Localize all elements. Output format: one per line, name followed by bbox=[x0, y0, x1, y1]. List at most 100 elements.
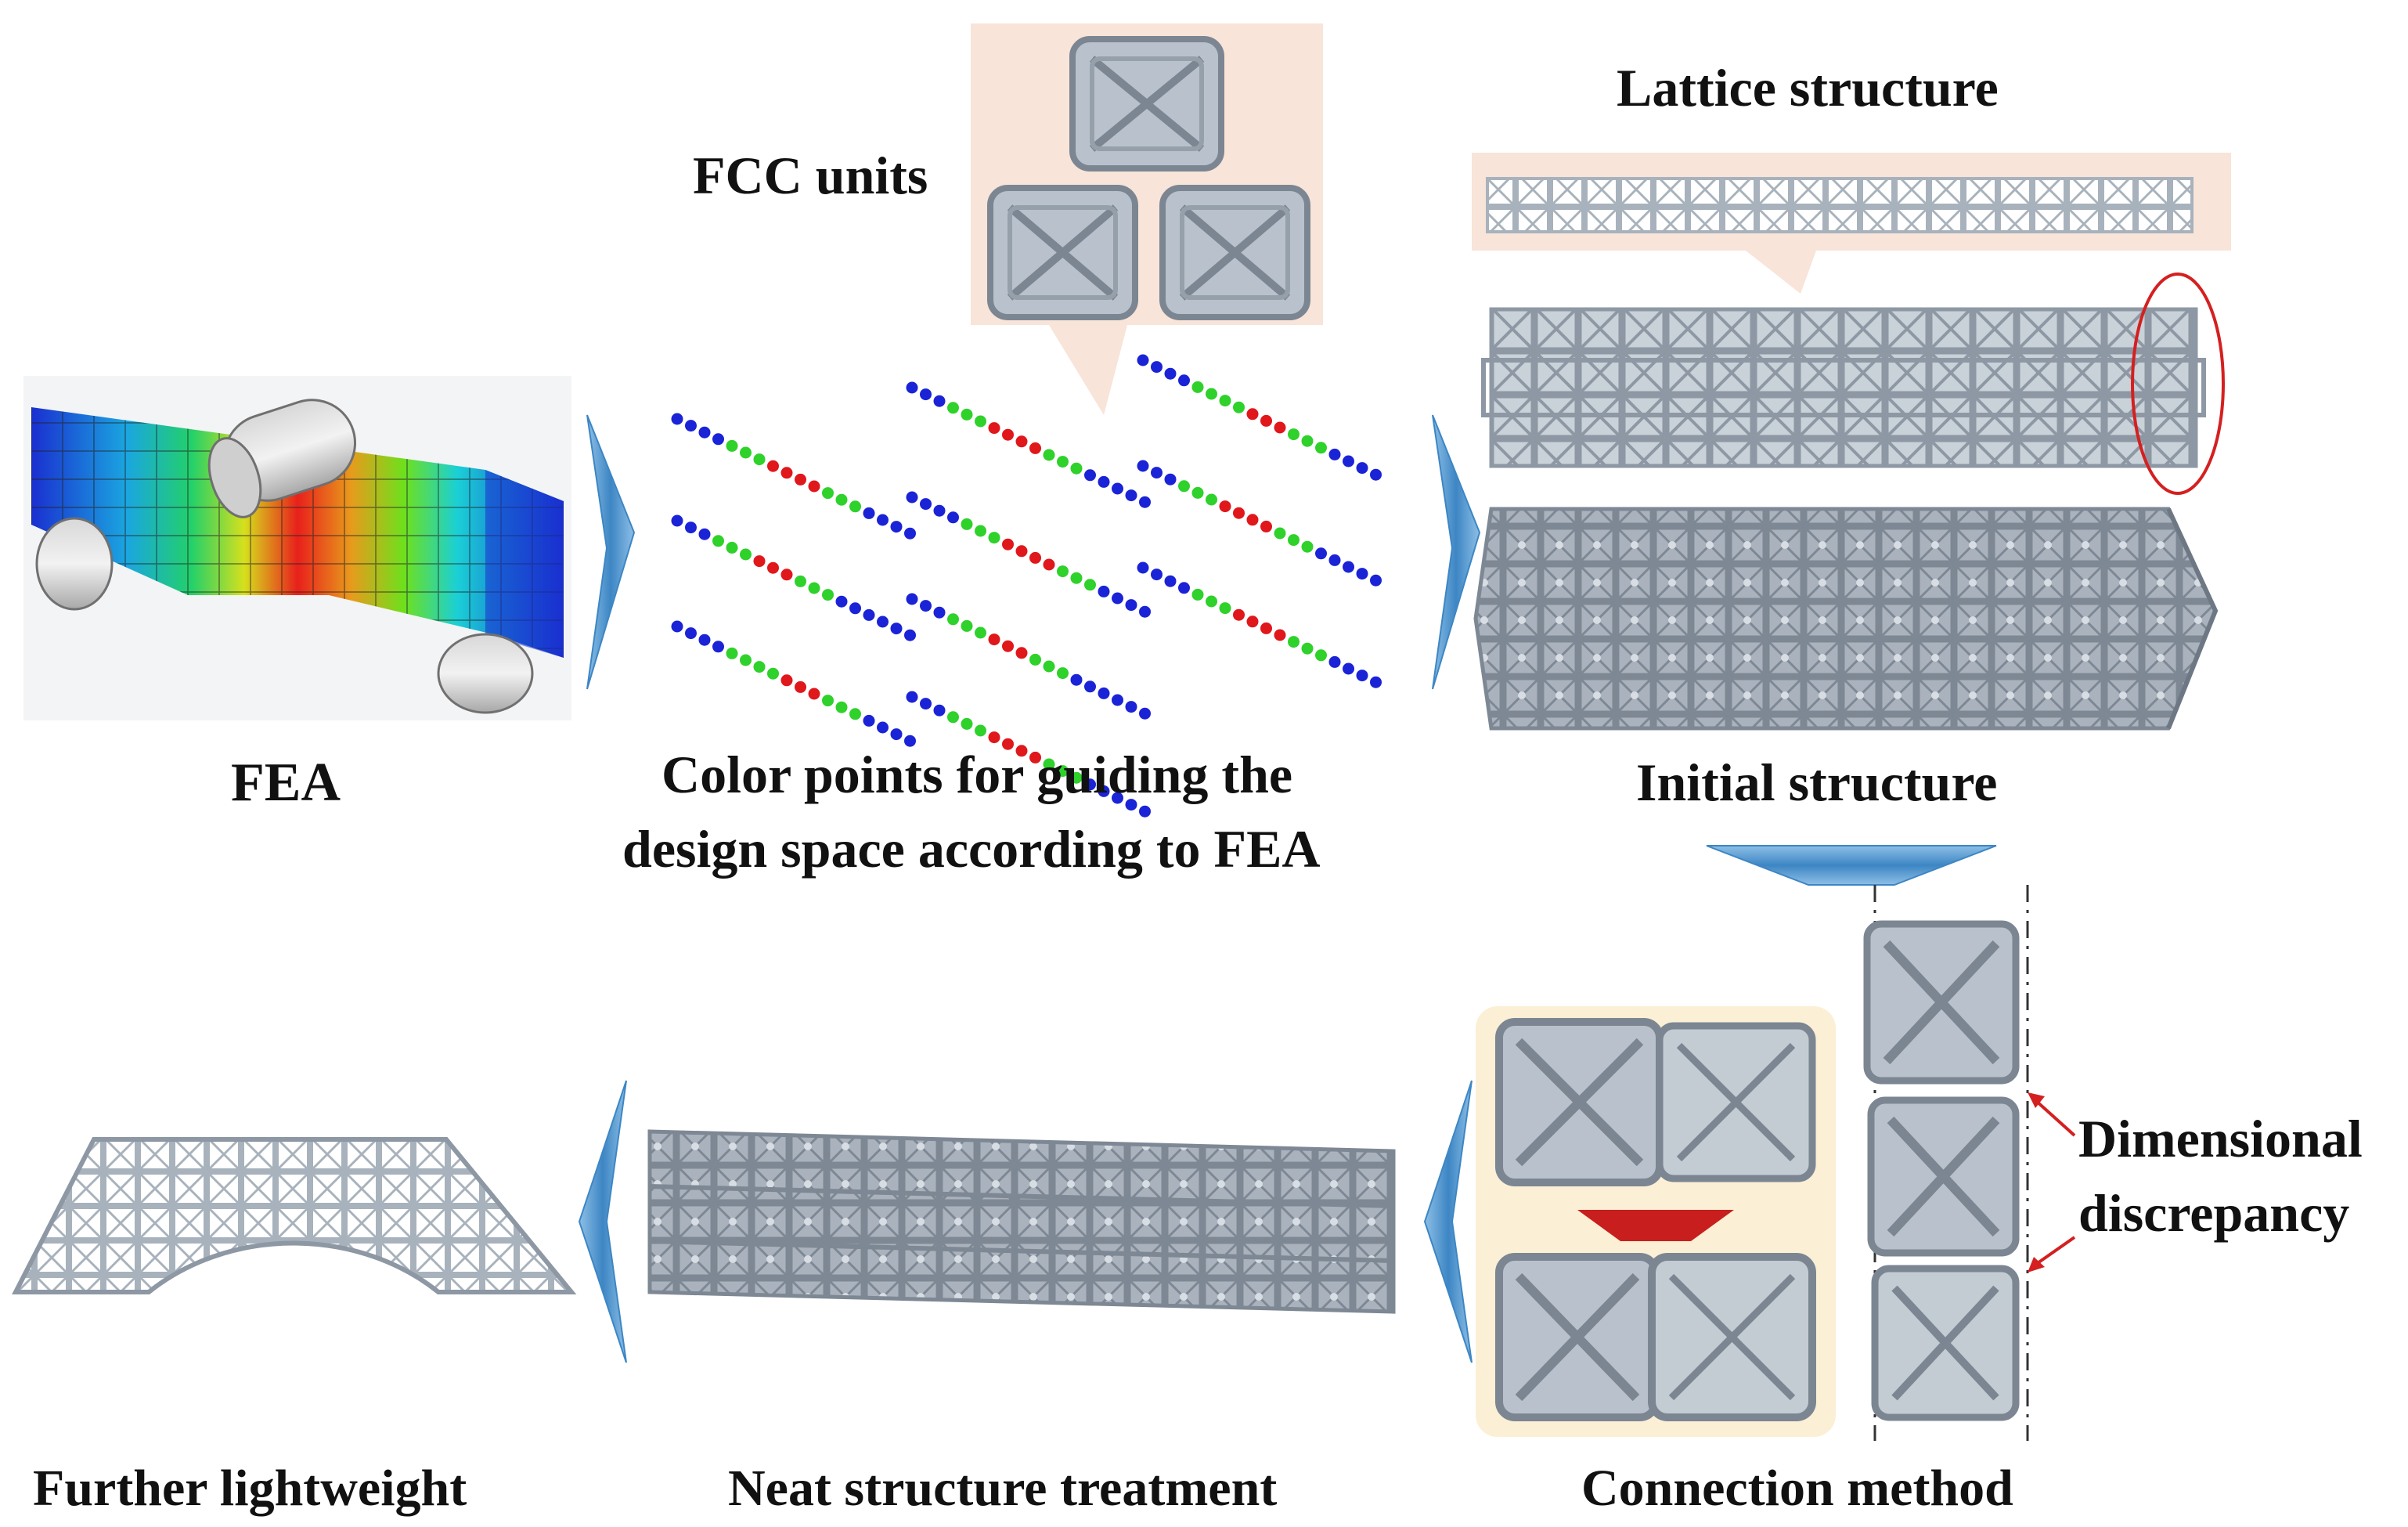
color-point bbox=[1057, 667, 1069, 680]
connection-red-down-arrow bbox=[1577, 1210, 1734, 1241]
color-point bbox=[1139, 496, 1151, 508]
color-point bbox=[1233, 608, 1245, 621]
color-point bbox=[1029, 442, 1041, 454]
color-point bbox=[863, 507, 875, 519]
color-point bbox=[1288, 534, 1300, 547]
color-point bbox=[671, 413, 683, 425]
neat-structure-block bbox=[647, 1129, 1396, 1314]
connection-method-label: Connection method bbox=[1581, 1460, 2013, 1517]
fcc-units-label: FCC units bbox=[693, 146, 928, 205]
stack-unit-1 bbox=[1863, 920, 2020, 1085]
color-point bbox=[933, 395, 946, 407]
arrow-connection-to-neat bbox=[1423, 1080, 1473, 1363]
color-point bbox=[1137, 354, 1149, 366]
color-point bbox=[1164, 473, 1177, 486]
color-point bbox=[1178, 480, 1190, 493]
color-point bbox=[1151, 361, 1163, 374]
color-point bbox=[1043, 758, 1055, 771]
color-point bbox=[920, 388, 932, 401]
color-point bbox=[685, 522, 697, 534]
color-point bbox=[1219, 500, 1231, 513]
color-point bbox=[906, 593, 918, 605]
color-point bbox=[1301, 435, 1314, 447]
color-point bbox=[780, 569, 793, 581]
color-point bbox=[795, 680, 806, 693]
color-point bbox=[975, 415, 986, 428]
color-point bbox=[975, 626, 986, 639]
color-point bbox=[1112, 482, 1123, 495]
lattice-structure-callout bbox=[1472, 153, 2231, 294]
lattice-side-view bbox=[1481, 273, 2225, 495]
dimensional-stack bbox=[1863, 885, 2076, 1441]
color-point bbox=[1370, 574, 1382, 587]
color-point bbox=[726, 439, 738, 452]
color-point bbox=[753, 661, 766, 673]
color-point bbox=[988, 634, 1000, 646]
color-point bbox=[1370, 676, 1382, 688]
color-point bbox=[1301, 540, 1314, 553]
color-point bbox=[1315, 547, 1327, 560]
color-point bbox=[780, 674, 793, 687]
color-point bbox=[1015, 745, 1028, 757]
color-point bbox=[835, 701, 848, 713]
color-point bbox=[890, 623, 903, 635]
color-point bbox=[1370, 468, 1382, 481]
color-point bbox=[1070, 771, 1083, 784]
color-point bbox=[822, 695, 834, 707]
color-point bbox=[1084, 469, 1096, 482]
fea-beam bbox=[31, 407, 564, 658]
color-point bbox=[961, 717, 973, 730]
color-point bbox=[1315, 649, 1327, 662]
color-point bbox=[822, 589, 834, 601]
color-point bbox=[890, 728, 903, 741]
color-point bbox=[1002, 738, 1014, 750]
color-point bbox=[1328, 448, 1341, 460]
color-point bbox=[780, 467, 793, 479]
color-point bbox=[712, 433, 724, 446]
connection-before-pair bbox=[1495, 1018, 1816, 1186]
color-point bbox=[1356, 462, 1368, 475]
color-point bbox=[988, 731, 1000, 744]
fcc-units-callout bbox=[971, 23, 1323, 415]
color-point bbox=[740, 548, 752, 561]
color-point bbox=[961, 518, 973, 530]
color-point bbox=[1015, 435, 1028, 448]
color-point bbox=[1137, 561, 1149, 574]
color-point bbox=[1137, 460, 1149, 472]
color-point bbox=[1343, 455, 1354, 467]
color-point bbox=[1260, 622, 1272, 634]
color-point bbox=[1178, 374, 1190, 387]
color-point bbox=[822, 487, 834, 500]
color-point bbox=[1191, 381, 1204, 393]
color-point bbox=[1219, 602, 1231, 615]
color-point bbox=[906, 381, 918, 394]
color-point bbox=[1070, 673, 1083, 686]
color-point bbox=[877, 514, 889, 526]
fea-panel bbox=[23, 376, 571, 720]
color-point bbox=[1328, 554, 1341, 566]
color-point bbox=[904, 527, 916, 540]
color-point bbox=[947, 613, 959, 626]
color-point bbox=[877, 721, 889, 734]
color-point bbox=[1125, 701, 1137, 713]
color-point bbox=[1029, 751, 1041, 764]
color-point bbox=[1043, 660, 1055, 673]
color-point bbox=[1139, 707, 1151, 720]
color-point bbox=[1029, 653, 1041, 666]
color-point bbox=[849, 708, 861, 720]
neat-structure-label: Neat structure treatment bbox=[728, 1460, 1278, 1517]
color-point bbox=[835, 595, 848, 608]
color-point bbox=[1191, 588, 1204, 601]
color-point bbox=[1356, 568, 1368, 580]
further-lightweight-label: Further lightweight bbox=[33, 1460, 467, 1517]
color-point bbox=[1029, 551, 1041, 564]
color-point bbox=[1139, 605, 1151, 618]
color-point bbox=[1002, 640, 1014, 652]
arrow-fea-to-points bbox=[586, 414, 636, 690]
color-point bbox=[1246, 408, 1259, 421]
color-point bbox=[1288, 428, 1300, 441]
color-point bbox=[1151, 467, 1163, 479]
color-point bbox=[1233, 401, 1245, 413]
color-point bbox=[1084, 778, 1096, 791]
color-point bbox=[685, 627, 697, 640]
